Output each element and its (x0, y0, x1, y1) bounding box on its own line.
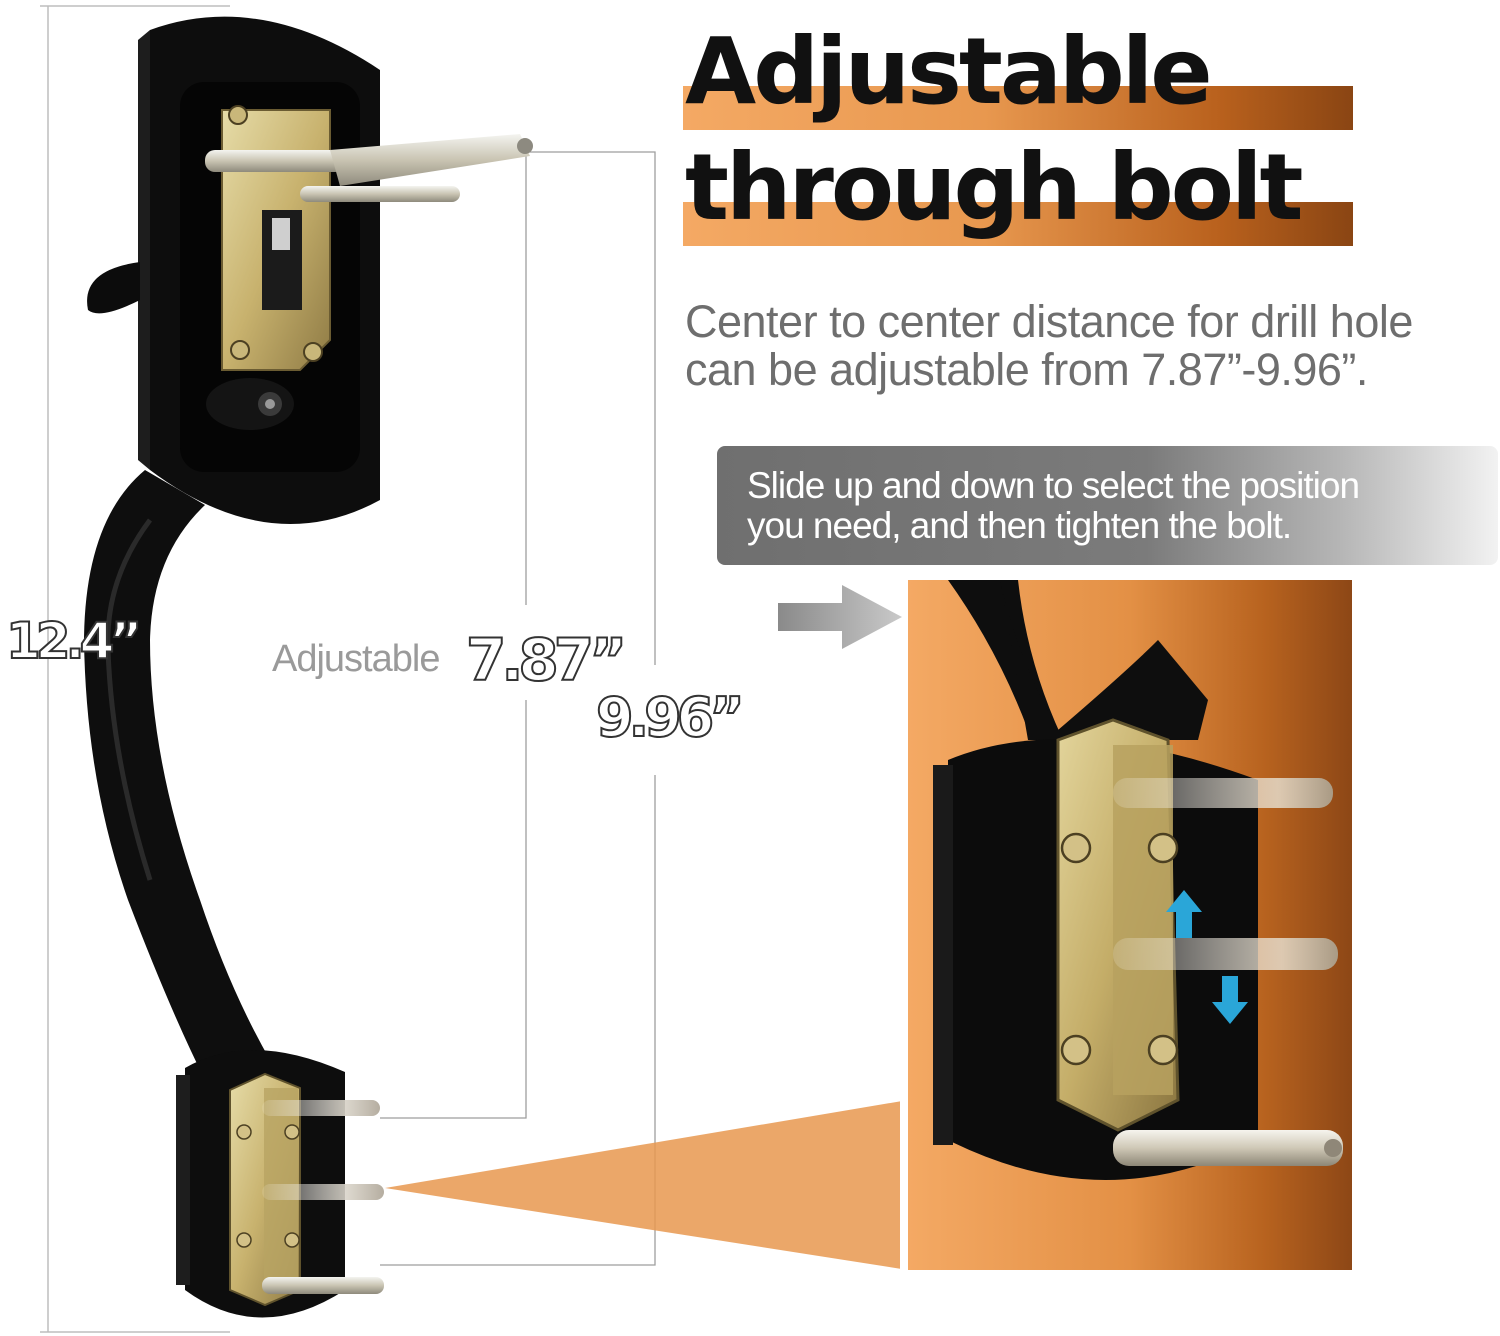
headline-line-2: through bolt (685, 134, 1304, 241)
headline-band-1 (683, 86, 1353, 130)
arrow-up-icon (1166, 890, 1202, 938)
zoomed-bolt-mechanism (933, 580, 1343, 1180)
min-distance-label: 7.87” (465, 625, 628, 695)
max-distance-label: 9.96” (595, 685, 746, 750)
handle-grip (84, 470, 270, 1080)
arrow-down-icon (1212, 976, 1248, 1024)
total-height-dimension-line (40, 5, 230, 1333)
description-line-1: Center to center distance for drill hole (685, 296, 1413, 347)
instruction-text: Slide up and down to select the position… (747, 465, 1360, 546)
adjustable-dimension-lines (380, 151, 656, 1266)
total-height-label: 12.4” (5, 611, 143, 671)
description-line-2: can be adjustable from 7.87”-9.96”. (685, 344, 1368, 395)
bottom-escutcheon (176, 1049, 384, 1318)
headline-line-1: Adjustable (685, 18, 1213, 125)
description: Center to center distance for drill hole… (685, 298, 1413, 394)
headline-band-2 (683, 202, 1353, 246)
right-arrow-icon (778, 585, 902, 649)
zoom-detail-panel (908, 580, 1352, 1270)
top-escutcheon (87, 16, 533, 525)
instruction-box: Slide up and down to select the position… (717, 446, 1498, 565)
instruction-line-2: you need, and then tighten the bolt. (747, 505, 1292, 546)
product-illustration (40, 5, 900, 1333)
adjustable-label: Adjustable (272, 638, 440, 680)
zoom-projection-beam (385, 1101, 900, 1269)
instruction-line-1: Slide up and down to select the position (747, 465, 1360, 506)
